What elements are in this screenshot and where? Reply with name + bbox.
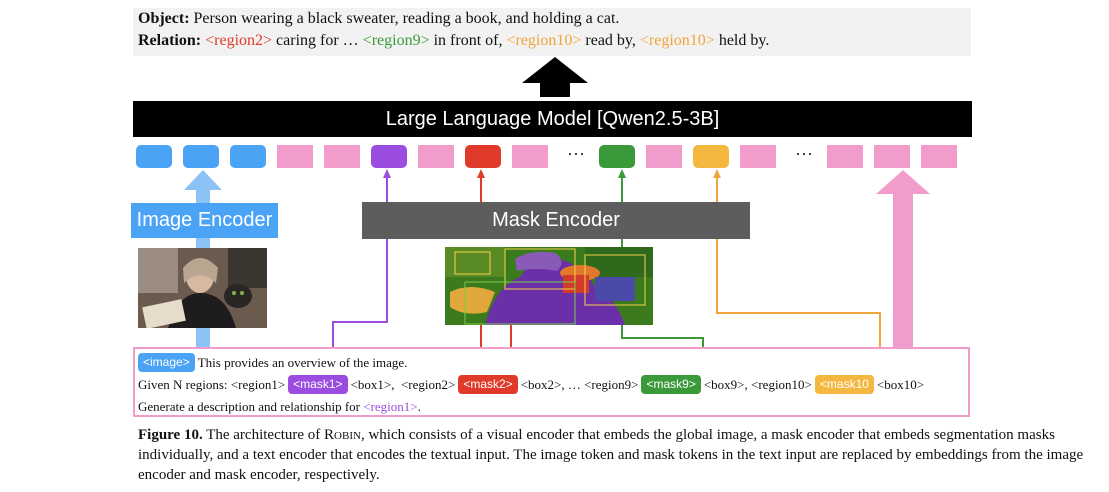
image-arrow-head-icon bbox=[184, 170, 222, 190]
text-arrow-head-icon bbox=[876, 170, 930, 194]
input-line-3-text: Generate a description and relationship … bbox=[138, 399, 364, 414]
token-pink bbox=[512, 145, 548, 168]
mask-token-chip: <mask2> bbox=[458, 375, 518, 394]
token-blue bbox=[183, 145, 219, 168]
token-blue bbox=[230, 145, 266, 168]
caption-text-a: The architecture of bbox=[202, 427, 325, 443]
image-token-chip: <image> bbox=[138, 353, 195, 372]
token-orange bbox=[693, 145, 729, 168]
relation-part: <region10> bbox=[639, 32, 715, 49]
token-pink bbox=[418, 145, 454, 168]
relation-part: <region9> bbox=[362, 32, 430, 49]
relation-part: read by, bbox=[581, 32, 640, 49]
input-line-2-text: <region1> bbox=[227, 376, 286, 392]
output-arrow-icon bbox=[522, 57, 588, 97]
token-pink bbox=[277, 145, 313, 168]
mask-token-chip: <mask10 bbox=[814, 375, 874, 394]
mask-token-chip: <mask9> bbox=[641, 375, 701, 394]
caption-model-name: Robin bbox=[324, 427, 361, 443]
text-input-box bbox=[133, 347, 970, 417]
token-pink bbox=[740, 145, 776, 168]
token-pink bbox=[646, 145, 682, 168]
input-line-3: Generate a description and relationship … bbox=[138, 399, 421, 415]
input-line-1-text: This provides an overview of the image. bbox=[197, 354, 408, 370]
llm-bar: Large Language Model [Qwen2.5-3B] bbox=[133, 101, 972, 137]
input-line-2-prefix: Given N regions: bbox=[138, 376, 228, 392]
object-text: Person wearing a black sweater, reading … bbox=[189, 10, 620, 27]
figure-caption: Figure 10. The architecture of Robin, wh… bbox=[138, 425, 1088, 485]
token-red bbox=[465, 145, 501, 168]
token-purple bbox=[371, 145, 407, 168]
input-line-2: Given N regions: <region1><mask1><box1>,… bbox=[138, 375, 924, 394]
input-line-2-text: <box2>, … <region9> bbox=[520, 376, 639, 392]
token-pink bbox=[324, 145, 360, 168]
relation-part: held by. bbox=[714, 32, 770, 49]
mask-encoder: Mask Encoder bbox=[362, 202, 750, 239]
relation-part: <region10> bbox=[506, 32, 582, 49]
input-line-1: <image> This provides an overview of the… bbox=[138, 353, 407, 372]
mask-token-chip: <mask1> bbox=[288, 375, 348, 394]
token-green bbox=[599, 145, 635, 168]
segmentation-mask-image bbox=[445, 247, 653, 325]
token-pink bbox=[874, 145, 910, 168]
output-box bbox=[133, 8, 971, 56]
object-label: Object: bbox=[138, 10, 190, 27]
input-photo bbox=[138, 248, 267, 328]
image-encoder: Image Encoder bbox=[131, 203, 278, 238]
input-line-2-text: <box1>, <region2> bbox=[350, 376, 456, 392]
input-line-3-end: . bbox=[417, 399, 421, 414]
token-pink bbox=[921, 145, 957, 168]
image-arrow-shaft bbox=[196, 186, 210, 203]
token-ellipsis: ··· bbox=[795, 143, 813, 163]
input-line-2-text: <box10> bbox=[876, 376, 925, 392]
token-pink bbox=[827, 145, 863, 168]
relation-line: Relation: <region2> caring for … <region… bbox=[138, 32, 769, 50]
object-line: Object: Person wearing a black sweater, … bbox=[138, 10, 619, 28]
relation-part: in front of, bbox=[429, 32, 507, 49]
input-line-2-text: <box9>, <region10> bbox=[703, 376, 812, 392]
token-blue bbox=[136, 145, 172, 168]
text-arrow-shaft bbox=[893, 192, 913, 348]
relation-text: <region2> caring for … <region9> in fron… bbox=[201, 32, 769, 49]
caption-label: Figure 10. bbox=[138, 427, 203, 443]
token-ellipsis: ··· bbox=[567, 143, 585, 163]
relation-part: <region2> bbox=[205, 32, 273, 49]
relation-part: caring for … bbox=[272, 32, 363, 49]
input-line-3-region: <region1> bbox=[363, 399, 418, 414]
relation-label: Relation: bbox=[138, 32, 202, 49]
caption-text-b: , which consists of a visual encoder tha… bbox=[138, 427, 1084, 483]
